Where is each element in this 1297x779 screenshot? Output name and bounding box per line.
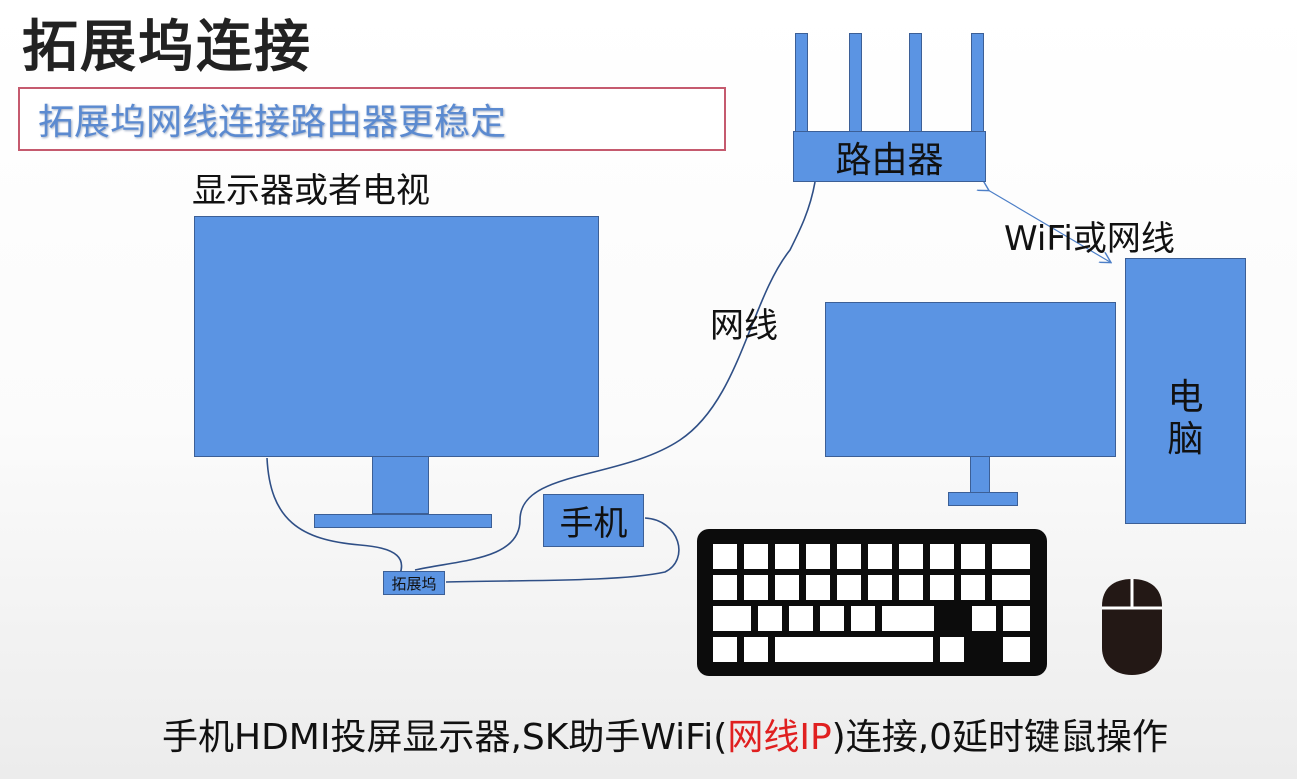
page-title: 拓展坞连接 xyxy=(22,15,312,80)
monitor-stand-neck xyxy=(372,456,429,514)
bottom-caption-part2: )连接,0延时键鼠操作 xyxy=(831,717,1169,758)
router-antenna-1 xyxy=(795,33,808,133)
phone-label: 手机 xyxy=(559,504,628,544)
subtitle: 拓展坞网线连接路由器更稳定 xyxy=(38,102,507,143)
wifi-or-cable-label: WiFi或网线 xyxy=(1004,219,1175,259)
computer-label: 电 脑 xyxy=(1126,377,1245,461)
monitor-stand-base xyxy=(314,514,492,528)
wifi-link xyxy=(988,190,1110,262)
pc-monitor-neck xyxy=(970,456,990,493)
monitor-tv-label: 显示器或者电视 xyxy=(192,171,430,211)
computer-label-line2: 脑 xyxy=(1167,419,1204,460)
monitor-dock-cable xyxy=(266,457,403,575)
router-antenna-3 xyxy=(909,33,922,133)
keyboard-icon xyxy=(697,529,1047,676)
router-antenna-2 xyxy=(849,33,862,133)
cable-label: 网线 xyxy=(710,306,778,346)
mouse-icon xyxy=(1102,579,1162,675)
keyboard-keys xyxy=(713,544,1030,662)
dock-icon: 拓展坞 xyxy=(383,571,445,595)
pc-monitor-base xyxy=(948,492,1018,506)
bottom-caption-highlight: 网线IP xyxy=(727,717,832,758)
pc-monitor-icon xyxy=(825,302,1116,457)
phone-icon: 手机 xyxy=(543,494,644,547)
router-icon: 路由器 xyxy=(793,131,986,182)
bottom-caption: 手机HDMI投屏显示器,SK助手WiFi(网线IP)连接,0延时键鼠操作 xyxy=(162,708,1168,760)
router-label: 路由器 xyxy=(835,139,944,181)
monitor-icon xyxy=(194,216,599,457)
dock-label: 拓展坞 xyxy=(391,574,437,593)
pc-tower-icon: 电 脑 xyxy=(1125,258,1246,524)
router-antenna-4 xyxy=(971,33,984,133)
dock-phone-cable xyxy=(445,517,680,583)
bottom-caption-part1: 手机HDMI投屏显示器,SK助手WiFi( xyxy=(162,717,728,758)
subtitle-box: 拓展坞网线连接路由器更稳定 xyxy=(18,87,726,151)
computer-label-line1: 电 xyxy=(1167,377,1204,418)
dock-router-cable xyxy=(414,181,816,571)
